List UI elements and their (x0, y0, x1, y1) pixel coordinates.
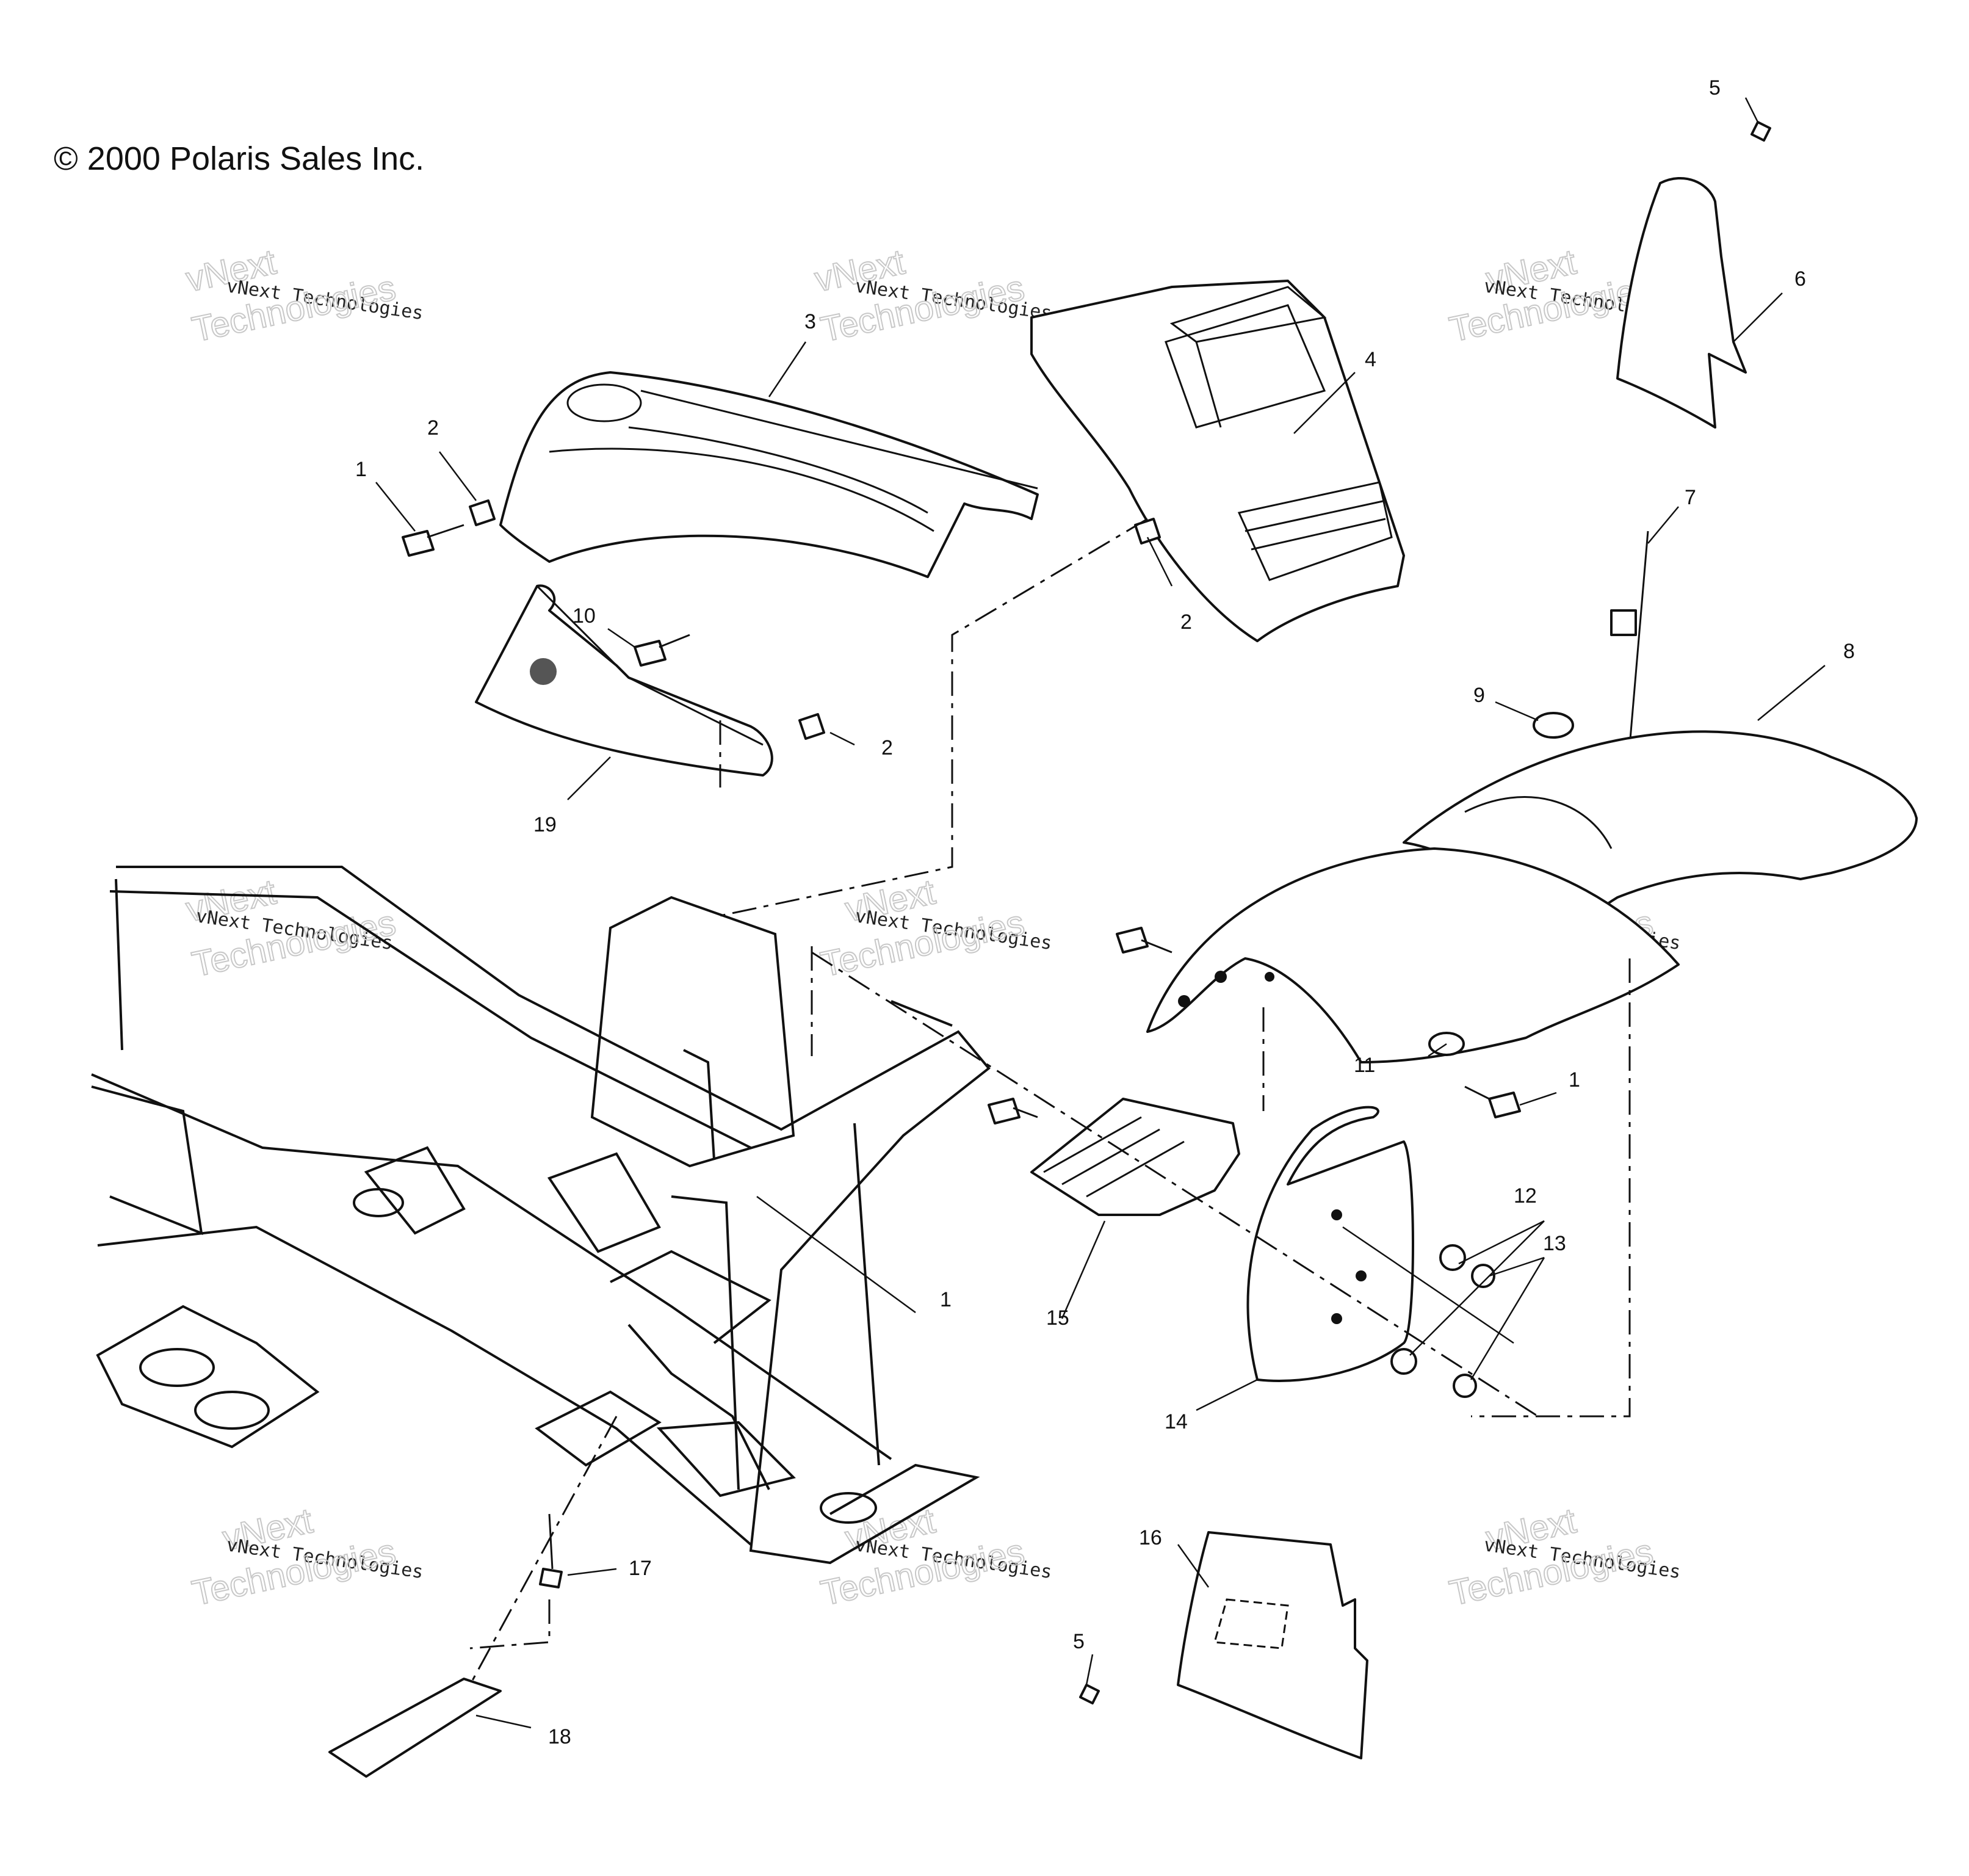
callout-4: 4 (1365, 348, 1376, 371)
part-6-side-plate (1616, 177, 1747, 429)
watermark-bottom-right: vNext vNext Technologies Technologies (1445, 1500, 1682, 1613)
callout-17: 17 (629, 1557, 652, 1580)
part-16-lower-plate (1177, 1531, 1368, 1759)
callout-18: 18 (548, 1725, 571, 1748)
watermark-bottom-center: vNext vNext Technologies Technologies (817, 1500, 1053, 1613)
part-18-skid-plate (328, 1678, 502, 1778)
callout-12: 12 (1514, 1184, 1537, 1208)
part-15-footrest (1030, 1098, 1240, 1216)
callout-15: 15 (1046, 1306, 1069, 1330)
callout-8: 8 (1843, 640, 1855, 663)
callout-10: 10 (573, 604, 596, 628)
watermark-mid-left: vNext vNext Technologies Technologies (182, 871, 400, 985)
callout-6: 6 (1794, 267, 1806, 291)
watermark-bottom-left: vNext vNext Technologies Technologies (188, 1500, 425, 1613)
callout-11: 11 (1354, 1054, 1375, 1077)
callout-5: 5 (1073, 1630, 1085, 1653)
callout-3: 3 (804, 310, 816, 333)
callout-16: 16 (1139, 1526, 1162, 1549)
assembly-lines (469, 518, 1631, 1686)
frame-assembly (91, 866, 991, 1565)
callout-2: 2 (1180, 610, 1192, 634)
callout-1: 1 (1569, 1068, 1580, 1092)
callout-5: 5 (1709, 76, 1721, 100)
part-3-headlight-pod (499, 371, 1039, 578)
part-14-mud-flap (1246, 1106, 1414, 1382)
callout-14: 14 (1165, 1410, 1188, 1433)
fasteners (402, 121, 1771, 1704)
callout-1: 1 (940, 1288, 952, 1311)
callout-2: 2 (427, 416, 439, 440)
callout-19: 19 (533, 813, 557, 836)
callout-9: 9 (1473, 684, 1485, 707)
leader-lines (375, 97, 1826, 1729)
callout-1: 1 (355, 458, 367, 481)
watermark-top-left: vNext vNext Technologies Technologies (182, 241, 425, 350)
callout-13: 13 (1543, 1232, 1566, 1255)
watermark-top-center: vNext vNext Technologies Technologies (811, 241, 1053, 350)
copyright-text: © 2000 Polaris Sales Inc. (54, 140, 424, 177)
watermark-mid-center: vNext vNext Technologies Technologies (817, 871, 1053, 985)
callout-2: 2 (881, 736, 893, 759)
callouts: 1 2 3 4 5 6 7 2 10 2 19 8 9 11 1 12 13 1… (355, 76, 1855, 1748)
callout-7: 7 (1685, 486, 1696, 509)
part-4-headlight-housing (1030, 280, 1405, 642)
part-19-lower-shroud (475, 584, 773, 777)
